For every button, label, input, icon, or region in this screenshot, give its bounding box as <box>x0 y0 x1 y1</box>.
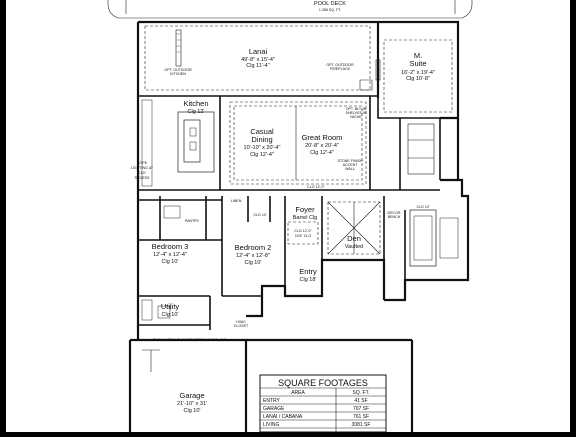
den-label: Den <box>347 234 361 243</box>
room-entry: Entry Clg 18' <box>299 267 317 283</box>
footage-row-sqft: 707 SF <box>353 406 369 412</box>
room-master-bath: CLG 10' DECOR BENCH <box>388 123 459 267</box>
square-footage-table: SQUARE FOOTAGES AREA SQ. FT. ENTRY 41 SF… <box>259 374 387 433</box>
footage-row-sqft: 761 SF <box>353 414 369 420</box>
lanai-label: Lanai <box>249 47 268 56</box>
footage-row-area: ENTRY <box>263 398 281 404</box>
rope-lighting-note-3: CLG <box>138 171 146 175</box>
shelves-note-2: SHELVES IN <box>346 111 367 115</box>
garage-label: Garage <box>179 391 204 400</box>
great-room-label: Great Room <box>302 133 343 142</box>
utility-label: Utility <box>161 302 180 311</box>
decor-bench-note-1: DECOR <box>388 211 401 215</box>
kitchen-clg: Clg 12' <box>188 109 205 115</box>
foyer-clg: Barrel Clg <box>293 215 317 221</box>
bedroom2-clg: Clg 10' <box>245 260 262 266</box>
lanai-clg: Clg 11'-4" <box>246 63 269 69</box>
room-master-suite: M. Suite 16'-2" x 19'-4" Clg 10'-8" <box>375 39 453 113</box>
entry-label: Entry <box>299 267 317 276</box>
paper <box>6 0 570 432</box>
pool-deck: POOL DECK 1,358 SQ. FT. <box>107 0 473 19</box>
stone-note-3: WALL <box>345 167 355 171</box>
kitchen-label: Kitchen <box>183 99 208 108</box>
foyer-label: Foyer <box>295 205 315 214</box>
room-foyer: Foyer Barrel Clg CLG 12'-0" 10'6" CLG <box>287 205 319 245</box>
bedroom2-label: Bedroom 2 <box>235 243 272 252</box>
den-clg: Vaulted <box>345 244 363 250</box>
casual-dining-label-1: Casual <box>250 127 274 136</box>
great-room-clg: Clg 12'-4" <box>310 150 334 156</box>
interior-walls <box>138 95 458 330</box>
opt-outdoor-fireplace-note-2: FIREPLACE <box>330 67 351 71</box>
bedroom2-dims: 12'-4" x 12'-8" <box>236 253 270 259</box>
footage-row-area: GARAGE <box>263 406 285 412</box>
bath2-clg: CLG 10' <box>253 213 266 217</box>
opt-outdoor-fireplace-note-1: OPT. OUTDOOR <box>326 63 354 67</box>
garage-dims: 21'-10" x 31' <box>177 401 207 407</box>
footage-row-area: LANAI / CABANA <box>263 414 303 420</box>
footage-row-sqft: 41 SF <box>354 398 367 404</box>
footage-title: SQUARE FOOTAGES <box>278 378 368 388</box>
stone-note-2: ACCENT <box>343 163 359 167</box>
foyer-clg-note-1: CLG 12'-0" <box>294 229 312 233</box>
room-garage: Garage 21'-10" x 31' Clg 10' <box>142 349 207 414</box>
casual-dining-dims: 10'-10" x 20'-4" <box>244 145 281 151</box>
hvac-note-1: HVAC <box>236 320 246 324</box>
room-kitchen: Kitchen Clg 12' ROPE LIGHTING AT CLG REC… <box>131 99 215 187</box>
garage-clg: Clg 10' <box>184 408 201 414</box>
bedroom3-dims: 12'-4" x 12'-4" <box>153 252 187 258</box>
great-room-dims: 20'-8" x 20'-4" <box>305 143 339 149</box>
hvac-note-2: CLOSET <box>234 324 249 328</box>
suite-label-1: M. <box>414 51 422 60</box>
rope-lighting-note-2: LIGHTING AT <box>131 166 154 170</box>
suite-dims: 16'-2" x 19'-4" <box>401 70 435 76</box>
room-den: Den Vaulted <box>327 201 381 255</box>
master-bath-clg: CLG 10' <box>416 205 429 209</box>
casual-dining-clg: Clg 12'-4" <box>250 152 274 158</box>
shelves-note-3: NICHE <box>350 115 362 119</box>
pool-deck-area: 1,358 SQ. FT. <box>319 8 341 12</box>
utility-clg: Clg 10' <box>162 312 179 318</box>
suite-label-2: Suite <box>409 59 426 68</box>
room-great-room: Casual Dining 10'-10" x 20'-4" Clg 12'-4… <box>229 101 367 189</box>
footage-row-sqft: 3081 SF <box>352 422 371 428</box>
room-bedroom-3: Bedroom 3 12'-4" x 12'-4" Clg 10' PANTRY <box>152 205 200 265</box>
entry-clg: Clg 18' <box>300 277 317 283</box>
linen-note: LINEN <box>231 199 242 203</box>
pool-deck-label: POOL DECK <box>314 1 346 7</box>
lanai-dims: 49'-8" x 15'-4" <box>241 57 275 63</box>
rope-lighting-note-4: RECESS <box>135 176 150 180</box>
copyright-note: © 2014 ARTHUR RUTENBERG HOMES, INC. <box>153 338 227 342</box>
bedroom3-label: Bedroom 3 <box>152 242 189 251</box>
bedroom3-clg: Clg 10' <box>162 259 179 265</box>
pantry-note: PANTRY <box>185 219 200 223</box>
suite-clg: Clg 10'-8" <box>406 76 430 82</box>
room-bedroom-2: Bedroom 2 12'-4" x 12'-8" Clg 10' LINEN … <box>231 199 272 266</box>
exterior-walls <box>128 20 470 432</box>
opt-outdoor-kitchen-note-2: KITCHEN <box>170 72 186 76</box>
opt-outdoor-kitchen-note-1: OPT. OUTDOOR <box>164 68 192 72</box>
footage-col-sqft: SQ. FT. <box>353 390 370 396</box>
foyer-clg-note-2: 10'6" CLG <box>295 234 312 238</box>
room-utility: Utility Clg 10' HVAC CLOSET <box>141 299 249 328</box>
casual-dining-label-2: Dining <box>251 135 272 144</box>
rope-lighting-note-1: ROPE <box>137 161 148 165</box>
room-lanai: Lanai 49'-8" x 15'-4" Clg 11'-4" OPT. OU… <box>144 25 373 91</box>
stone-note-1: STONE FINISH <box>337 159 362 163</box>
footage-row-area: LIVING <box>263 422 280 428</box>
footage-col-area: AREA <box>291 390 305 396</box>
shelves-note-1: OPT. BLT. IN <box>346 107 367 111</box>
decor-bench-note-2: BENCH <box>388 215 401 219</box>
clg-12-note: CLG 12'-0" <box>307 185 325 189</box>
